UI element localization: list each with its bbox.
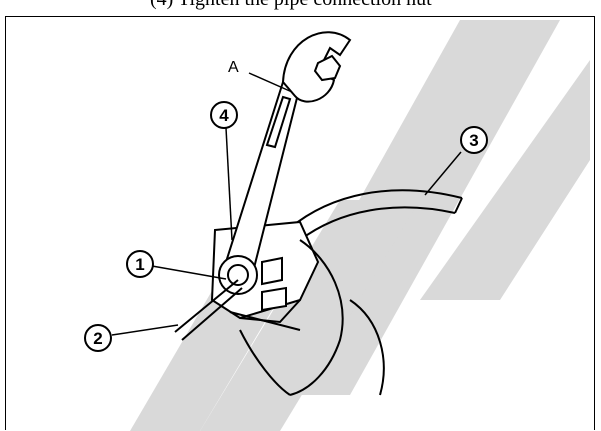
- callout-4: 4: [210, 101, 238, 129]
- figure-frame: [5, 16, 595, 430]
- callout-1: 1: [126, 250, 154, 278]
- callout-3: 3: [460, 126, 488, 154]
- watermark-stripe-3: [200, 200, 420, 431]
- header-text: (4) Tighten the pipe connection nut: [150, 0, 432, 11]
- wrench: [218, 31, 352, 295]
- callout-2-label: 2: [93, 329, 102, 348]
- callout-2: 2: [84, 324, 112, 352]
- header-line: (4) Tighten the pipe connection nut: [0, 0, 601, 14]
- callout-1-label: 1: [135, 255, 144, 274]
- tool-label-a: A: [228, 59, 239, 76]
- callout-3-label: 3: [469, 131, 478, 150]
- brake-pipe: [174, 279, 243, 341]
- flexible-hose: [289, 189, 463, 241]
- strut: [239, 239, 385, 396]
- watermark-stripe-2: [420, 60, 590, 300]
- leader-lines: [111, 72, 462, 336]
- watermark: [130, 20, 590, 431]
- callout-4-label: 4: [219, 106, 229, 125]
